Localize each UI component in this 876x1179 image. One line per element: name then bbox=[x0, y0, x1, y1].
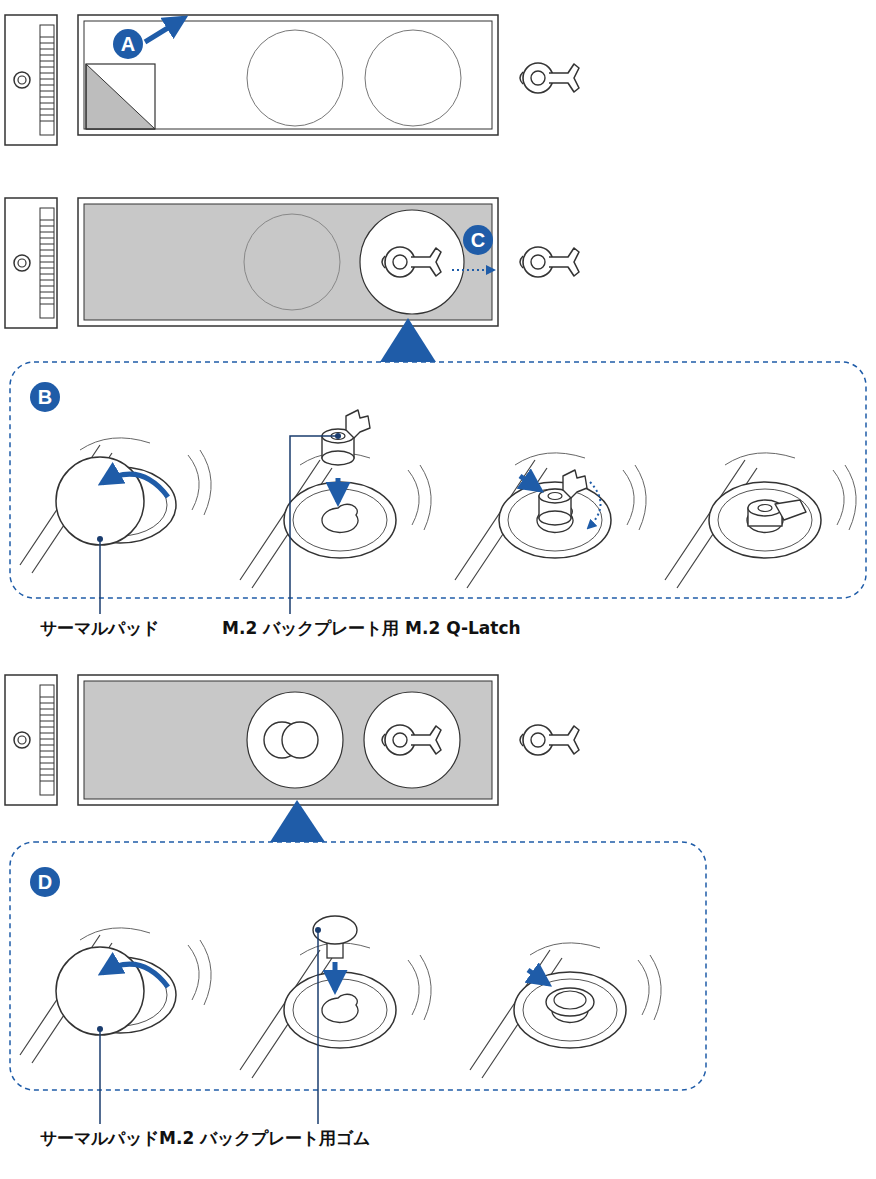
callout-letter: B bbox=[38, 387, 52, 407]
callout-letter: A bbox=[121, 34, 135, 54]
part-name: サーマルパッドM.2 バックプレート用ゴム bbox=[40, 1128, 370, 1148]
part-name: M.2 バックプレート用 M.2 Q-Latch bbox=[222, 618, 521, 638]
part-name: サーマルパッド bbox=[40, 618, 159, 638]
callout-letter: D bbox=[38, 872, 52, 892]
callout-letter: C bbox=[471, 230, 485, 250]
